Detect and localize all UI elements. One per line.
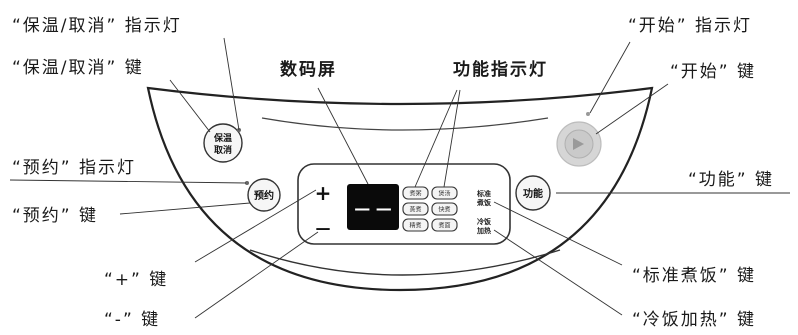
mode-cell-4-label: 快煮 (438, 206, 450, 214)
label-function-indicator: 功能指示灯 (453, 60, 548, 80)
leader-display (317, 87, 369, 185)
label-keep-warm-key: “保温/取消” 键 (12, 58, 144, 78)
label-standard-cook-key: “标准煮饭” 键 (632, 266, 757, 286)
leader-plus-key (194, 189, 317, 263)
leader-start-key (595, 83, 669, 135)
function-button (515, 175, 551, 211)
label-function-key: “功能” 键 (688, 170, 775, 190)
mode-cell-4 (431, 202, 458, 216)
leader-function-indicator-2 (443, 89, 461, 188)
digital-display-screen (347, 184, 399, 230)
keep-warm-button-line2: 取消 (214, 144, 232, 156)
mode-cell-5-label: 精煮 (409, 222, 421, 230)
standard-cook-label-2: 煮饭 (476, 198, 491, 207)
label-start-key: “开始” 键 (670, 62, 757, 82)
mode-cell-3 (402, 202, 429, 216)
mode-indicator-grid (402, 186, 458, 232)
mode-cell-3-label: 蒸煮 (409, 206, 421, 214)
leader-keep-warm-indicator (223, 37, 240, 131)
plus-symbol: + (315, 181, 332, 205)
mode-cell-2-label: 煲汤 (438, 190, 450, 198)
leader-lines (9, 37, 790, 319)
label-start-indicator: “开始” 指示灯 (628, 16, 753, 36)
label-display: 数码屏 (280, 60, 337, 80)
leader-reserve-key (119, 202, 251, 215)
keep-warm-cancel-button (203, 123, 243, 163)
keep-warm-button-line1: 保温 (213, 132, 232, 144)
label-reserve-key: “预约” 键 (12, 206, 99, 226)
label-minus-key: “-” 键 (104, 310, 161, 330)
reserve-indicator-dot (245, 181, 249, 185)
leader-standard-cook (493, 201, 623, 266)
panel-upper-contour (261, 117, 549, 131)
leader-function-indicator-1 (414, 89, 458, 188)
reheat-label-1: 冷饭 (477, 217, 491, 226)
leader-start-indicator (589, 41, 631, 114)
label-keep-warm-indicator: “保温/取消” 指示灯 (12, 16, 182, 36)
start-indicator-dot (586, 112, 590, 116)
mode-cell-6 (431, 218, 458, 232)
mode-cell-1 (402, 186, 429, 200)
reserve-button (247, 178, 281, 212)
display-readout: — — (354, 199, 392, 218)
start-icon (573, 138, 584, 150)
leader-minus-key (194, 231, 319, 319)
mode-cell-5 (402, 218, 429, 232)
mode-cell-1-label: 煮粥 (409, 190, 421, 198)
function-button-label: 功能 (523, 187, 543, 200)
label-reserve-indicator: “预约” 指示灯 (12, 158, 137, 178)
mode-cell-2 (431, 186, 458, 200)
leader-keep-warm-key (169, 79, 211, 133)
start-button-group (556, 121, 602, 167)
standard-cook-label-1: 标准 (476, 189, 491, 198)
leader-reserve-indicator (9, 179, 247, 184)
reserve-button-label: 预约 (254, 189, 274, 202)
label-plus-key: “+” 键 (104, 270, 169, 290)
mode-cell-6-label: 煮面 (438, 222, 450, 230)
label-reheat-key: “冷饭加热” 键 (632, 310, 757, 330)
panel-inner-curve (249, 249, 561, 276)
minus-symbol: — (316, 219, 331, 237)
leader-reheat (493, 229, 623, 316)
reheat-label-2: 加热 (476, 226, 491, 235)
